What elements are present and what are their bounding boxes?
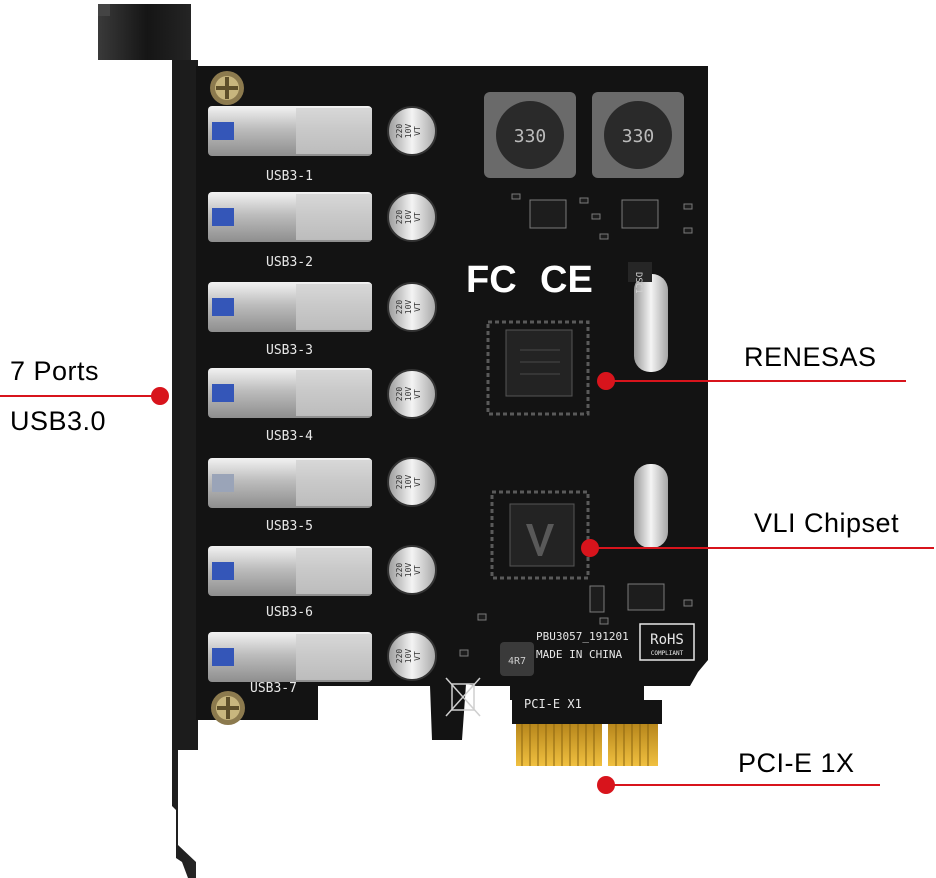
usb-port-3 xyxy=(208,282,372,332)
bracket-screw-top xyxy=(210,71,244,105)
callout-vli: VLI Chipset xyxy=(754,508,900,538)
port-label-1: USB3-1 xyxy=(266,169,313,184)
capacitor-marking: 220 xyxy=(395,387,404,402)
bracket-screw-bottom xyxy=(211,691,245,725)
inductor-left-label: 330 xyxy=(514,126,547,147)
capacitor-marking: 10V xyxy=(404,300,413,315)
slot-silkscreen: PCI-E X1 xyxy=(524,697,582,711)
inductor-right-label: 330 xyxy=(622,126,655,147)
port-label-6: USB3-6 xyxy=(266,605,313,620)
smd-components-top xyxy=(511,193,693,240)
capacitor-marking: 10V xyxy=(404,387,413,402)
choke-label: 4R7 xyxy=(508,656,526,667)
usb-port-4 xyxy=(208,368,372,418)
port-label-7: USB3-7 xyxy=(250,681,297,696)
usb-port-7 xyxy=(208,632,372,682)
port-label-5: USB3-5 xyxy=(266,519,313,534)
callout-pcie-marker xyxy=(597,776,880,794)
capacitor-marking: VT xyxy=(413,302,422,312)
pcie-gold-fingers xyxy=(512,700,662,766)
power-choke: 4R7 xyxy=(500,642,534,676)
made-in-label: MADE IN CHINA xyxy=(536,648,622,661)
mounting-bracket xyxy=(98,4,198,878)
capacitor-marking: 220 xyxy=(395,649,404,664)
capacitor-marking: VT xyxy=(413,126,422,136)
callout-renesas: RENESAS xyxy=(744,342,877,372)
capacitor-marking: 10V xyxy=(404,124,413,139)
capacitor-marking: 10V xyxy=(404,210,413,225)
capacitor-marking: 10V xyxy=(404,475,413,490)
callout-ports-marker xyxy=(0,387,169,405)
rohs-label: RoHS xyxy=(650,632,684,648)
callout-pcie: PCI-E 1X xyxy=(738,748,855,778)
crystal-oscillator-top: DSC1 xyxy=(628,262,668,372)
callout-ports-line1: 7 Ports xyxy=(10,356,100,386)
rohs-sub-label: COMPLIANT xyxy=(651,650,684,657)
capacitor-marking: 10V xyxy=(404,563,413,578)
usb-port-2 xyxy=(208,192,372,242)
callout-vli-marker xyxy=(581,539,934,557)
capacitor-marking: 220 xyxy=(395,210,404,225)
capacitor-marking: VT xyxy=(413,651,422,661)
crystal-oscillator-bottom xyxy=(634,464,668,548)
capacitor-marking: 10V xyxy=(404,649,413,664)
port-label-3: USB3-3 xyxy=(266,343,313,358)
port-label-4: USB3-4 xyxy=(266,429,313,444)
weee-bin-icon xyxy=(445,677,481,717)
crystal-label: DSC1 xyxy=(633,272,643,294)
vli-chip xyxy=(490,490,590,580)
port-label-2: USB3-2 xyxy=(266,255,313,270)
capacitor-marking: 220 xyxy=(395,300,404,315)
capacitor-marking: 220 xyxy=(395,475,404,490)
capacitor-marking: VT xyxy=(413,389,422,399)
inductor-left: 330 xyxy=(484,92,576,178)
rohs-badge: RoHS COMPLIANT xyxy=(639,623,695,661)
smd-components-bottom xyxy=(459,583,693,657)
capacitor-marking: 220 xyxy=(395,563,404,578)
callout-renesas-marker xyxy=(597,372,906,390)
capacitor-marking: VT xyxy=(413,565,422,575)
capacitor-marking: VT xyxy=(413,212,422,222)
model-number: PBU3057_191201 xyxy=(536,630,629,643)
renesas-chip xyxy=(486,320,590,416)
inductor-right: 330 xyxy=(592,92,684,178)
usb-port-5 xyxy=(208,458,372,508)
usb-port-6 xyxy=(208,546,372,596)
capacitor-marking: VT xyxy=(413,477,422,487)
usb-port-1 xyxy=(208,106,372,156)
callout-ports-line2: USB3.0 xyxy=(10,406,107,436)
ce-mark: CE xyxy=(540,259,593,301)
capacitor-marking: 220 xyxy=(395,124,404,139)
fc-mark: FC xyxy=(466,259,517,301)
